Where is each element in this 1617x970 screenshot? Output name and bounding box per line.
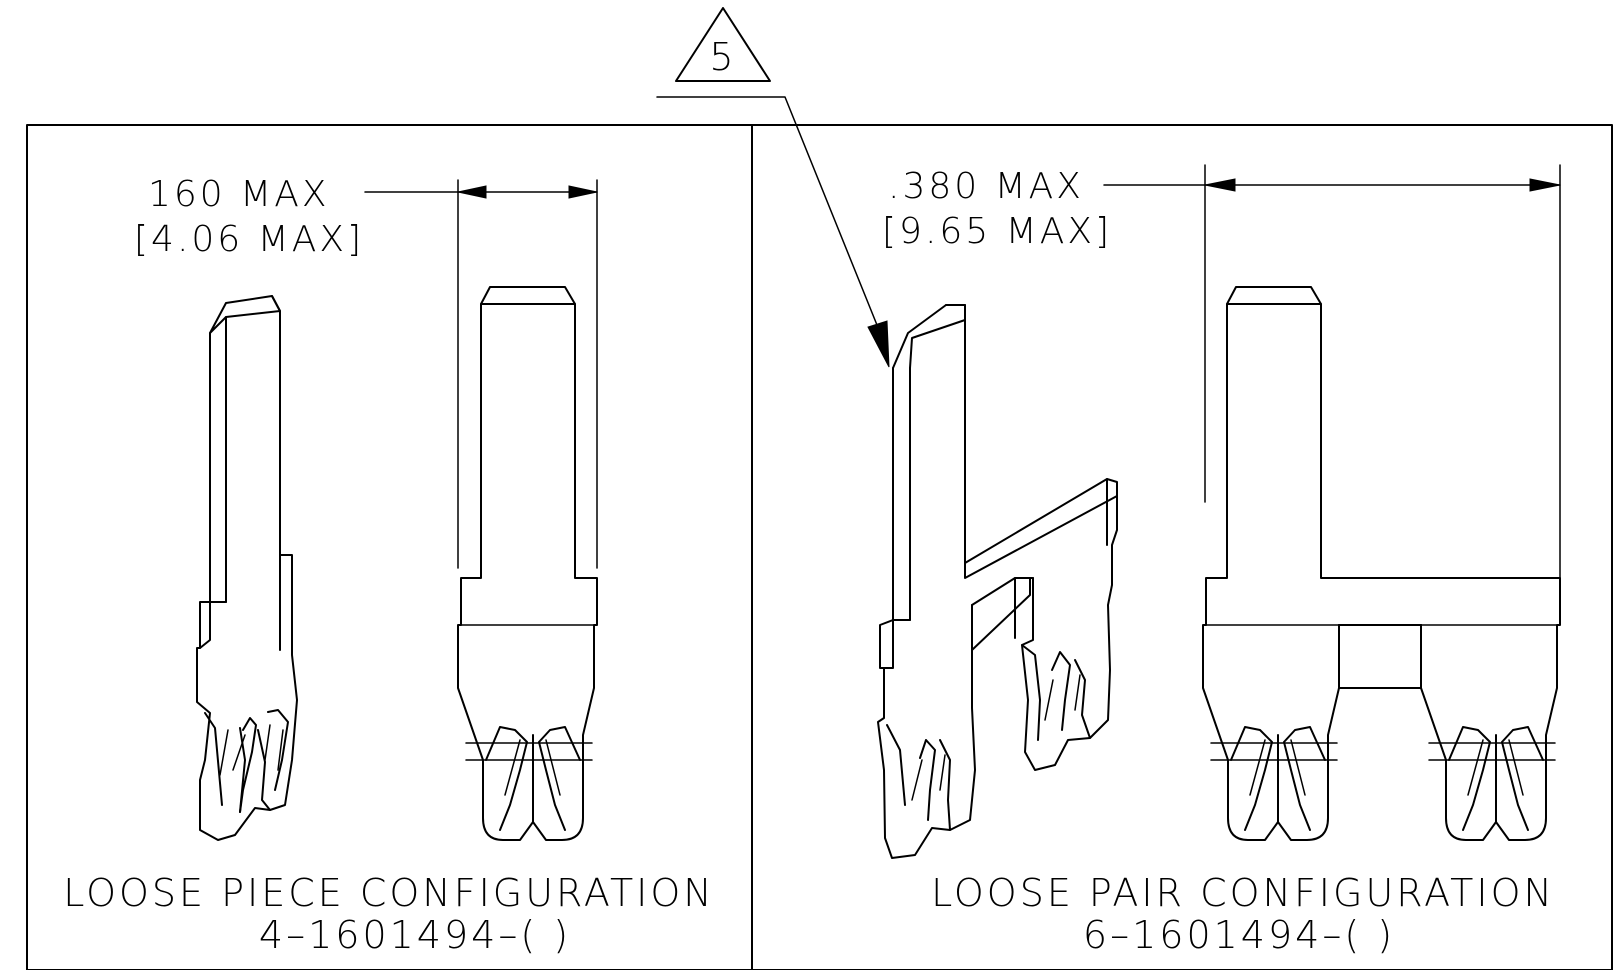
right-caption: LOOSE PAIR CONFIGURATION 6–1601494–( ) bbox=[931, 871, 1555, 957]
left-dim-inch: 160 MAX bbox=[148, 174, 330, 215]
callout-arrowhead bbox=[867, 320, 890, 368]
right-panel: .380 MAX [9.65 MAX] bbox=[877, 164, 1561, 957]
left-dim-arrow-right bbox=[568, 185, 598, 199]
right-dim-mm: [9.65 MAX] bbox=[882, 211, 1112, 252]
right-caption-part-number: 6–1601494–( ) bbox=[1083, 913, 1395, 957]
right-iso-contact bbox=[877, 304, 1118, 859]
right-front-contact bbox=[1202, 286, 1561, 841]
left-dim-arrow-left bbox=[457, 185, 487, 199]
left-panel: 160 MAX [4.06 MAX] bbox=[63, 174, 714, 957]
callout-5: 5 bbox=[656, 7, 890, 368]
right-caption-title: LOOSE PAIR CONFIGURATION bbox=[931, 871, 1555, 915]
callout-triangle bbox=[675, 7, 771, 82]
left-dim-mm: [4.06 MAX] bbox=[134, 219, 364, 260]
right-dim-inch: .380 MAX bbox=[888, 166, 1084, 207]
right-dimension: .380 MAX [9.65 MAX] bbox=[882, 164, 1561, 579]
right-dim-arrow-right bbox=[1529, 178, 1561, 192]
left-caption: LOOSE PIECE CONFIGURATION 4–1601494–( ) bbox=[63, 871, 714, 957]
left-caption-part-number: 4–1601494–( ) bbox=[259, 913, 571, 957]
left-dimension: 160 MAX [4.06 MAX] bbox=[134, 174, 598, 569]
drawing-frame bbox=[26, 124, 1613, 970]
right-dim-arrow-left bbox=[1204, 178, 1236, 192]
callout-number: 5 bbox=[709, 35, 736, 79]
callout-leader bbox=[656, 96, 878, 326]
left-front-contact bbox=[457, 286, 598, 841]
left-iso-contact bbox=[196, 295, 298, 841]
left-caption-title: LOOSE PIECE CONFIGURATION bbox=[63, 871, 714, 915]
